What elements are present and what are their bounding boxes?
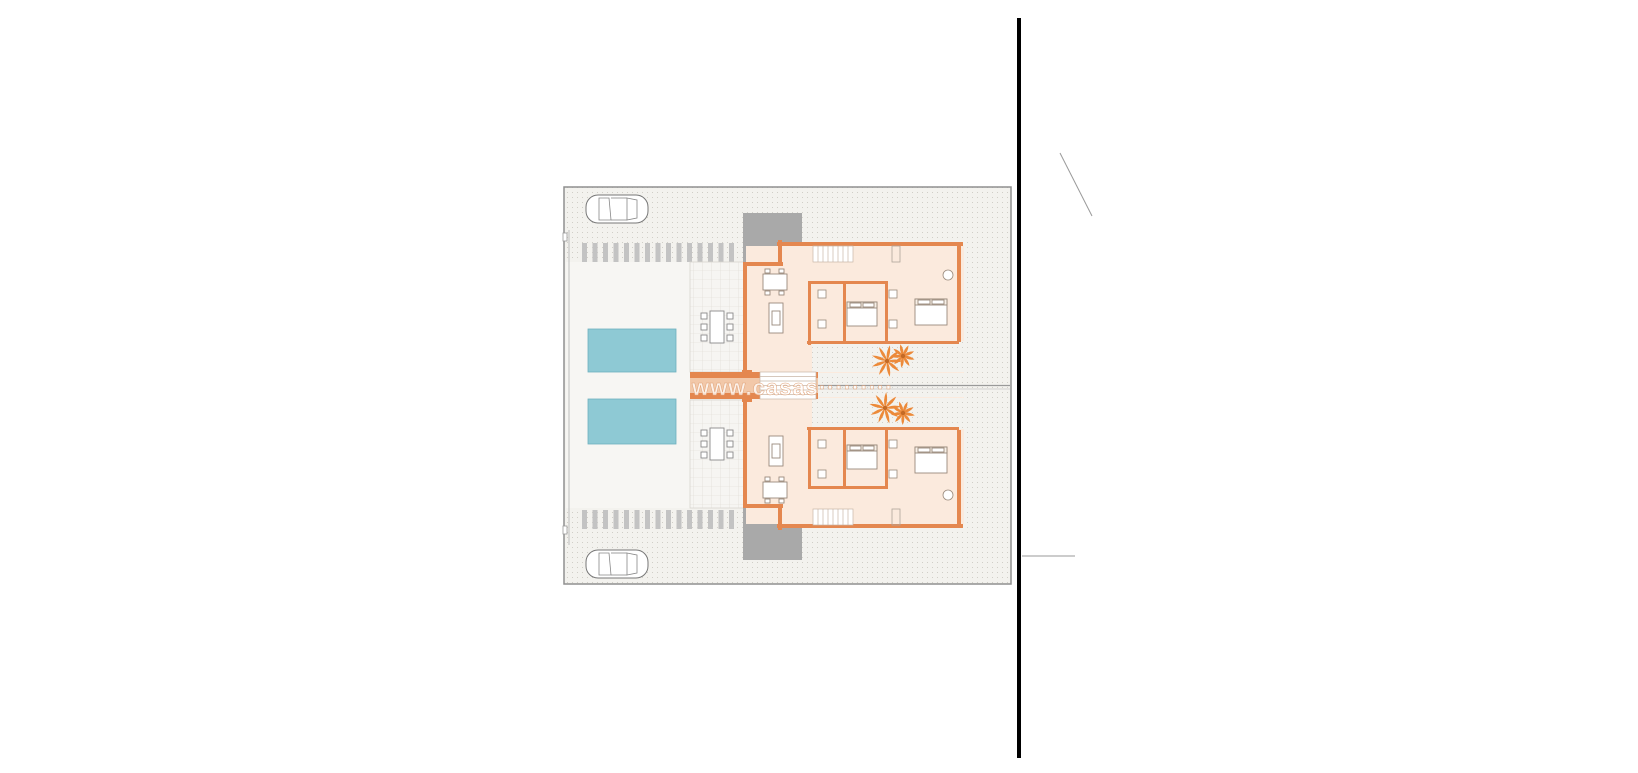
palm-tree-icon: [891, 401, 915, 425]
palm-frond: [875, 394, 885, 408]
stepping-stone: [687, 243, 692, 262]
bed-bottom-right-icon: [914, 446, 948, 474]
palm-frond: [891, 412, 903, 416]
palm-frond: [895, 413, 903, 422]
palm-frond: [879, 361, 887, 375]
palm-trunk: [884, 358, 890, 364]
stepping-stone: [729, 243, 734, 262]
palm-frond: [903, 413, 911, 423]
stepping-stone: [655, 510, 661, 529]
palm-trunk: [882, 405, 888, 411]
palm-frond: [886, 361, 891, 377]
stepping-stone: [603, 243, 608, 262]
palm-frond: [903, 351, 915, 357]
palm-frond: [884, 392, 888, 408]
palm-frond: [871, 355, 887, 362]
stepping-stone: [676, 243, 682, 262]
sofa-bottom-icon: [768, 435, 784, 467]
bathroom-fixtures-bottom: [817, 439, 954, 501]
palm-frond: [903, 345, 909, 356]
palm-frond: [903, 355, 915, 360]
bed-bottom-left-icon: [846, 444, 878, 470]
outdoor-dining-table-bottom-icon: [700, 427, 734, 461]
bed-top-left-icon: [846, 301, 878, 327]
palm-frond: [871, 360, 887, 367]
stepping-stone: [697, 243, 703, 262]
stepping-stone: [592, 243, 598, 262]
stepping-stone: [603, 510, 608, 529]
stepping-stone: [613, 510, 619, 529]
dining-table-bottom-icon: [762, 476, 788, 504]
palm-frond: [903, 356, 910, 367]
stepping-stone: [592, 510, 598, 529]
stepping-stone: [634, 510, 640, 529]
bed-top-right-icon: [914, 298, 948, 326]
palm-frond: [891, 354, 903, 358]
palm-frond: [894, 356, 903, 365]
gate-post-bottom: [562, 525, 568, 535]
entrance-doors: [891, 245, 901, 526]
stepping-stone: [645, 510, 650, 529]
stepping-stone: [718, 510, 724, 529]
watermark-text: www.casas·········: [691, 375, 894, 400]
palm-frond: [878, 408, 885, 423]
palm-frond: [901, 413, 905, 425]
stepping-stone: [645, 243, 650, 262]
stepping-stones-bottom: [582, 510, 734, 529]
stepping-stone: [708, 510, 713, 529]
stepping-stone: [708, 243, 713, 262]
car-bottom-icon: [585, 549, 649, 579]
palm-frond: [886, 345, 891, 361]
side-path-strip: [566, 262, 690, 508]
palm-frond: [893, 348, 903, 356]
palm-frond: [892, 406, 903, 413]
central-party-wall: [690, 372, 818, 399]
stepping-stone: [634, 243, 640, 262]
stair-top-icon: [812, 245, 854, 263]
stepping-stone: [582, 510, 587, 529]
palm-tree-icon: [871, 345, 903, 377]
palm-frond: [903, 407, 914, 413]
bathroom-fixtures-top: [817, 269, 954, 329]
swimming-pool-bottom: [587, 398, 677, 445]
palm-frond: [870, 408, 885, 415]
palm-frond: [879, 347, 887, 361]
palm-trunk: [900, 410, 906, 416]
palm-frond: [869, 403, 885, 409]
stepping-stone: [666, 510, 671, 529]
palm-frond: [887, 361, 900, 372]
car-top-icon: [585, 194, 649, 224]
stepping-stone: [624, 243, 629, 262]
palm-trunk: [900, 353, 906, 359]
palm-frond: [884, 408, 890, 424]
stepping-stone: [613, 243, 619, 262]
stepping-stone: [697, 510, 703, 529]
palm-frond: [899, 344, 904, 356]
palm-frond: [902, 401, 908, 413]
stepping-stone: [718, 243, 724, 262]
swimming-pool-top: [587, 328, 677, 373]
stepping-stone: [729, 510, 734, 529]
stepping-stone: [666, 243, 671, 262]
stair-central-icon: [759, 371, 817, 400]
palm-frond: [899, 401, 904, 413]
site-boundary-line: [1017, 18, 1021, 758]
annotation-diagonal-line: [1059, 152, 1093, 217]
palm-frond: [903, 412, 915, 416]
stepping-stone: [655, 243, 661, 262]
stair-bottom-icon: [812, 508, 854, 526]
dining-table-top-icon: [762, 268, 788, 296]
stepping-stone: [676, 510, 682, 529]
stepping-stone: [582, 243, 587, 262]
stepping-stone: [624, 510, 629, 529]
palm-frond: [885, 405, 901, 409]
outdoor-dining-table-top-icon: [700, 310, 734, 344]
palm-frond: [885, 396, 897, 408]
sofa-top-icon: [768, 302, 784, 334]
palm-tree-icon: [891, 344, 915, 368]
stepping-stones-top: [582, 243, 734, 262]
stepping-stone: [687, 510, 692, 529]
gate-post-top: [562, 232, 568, 242]
